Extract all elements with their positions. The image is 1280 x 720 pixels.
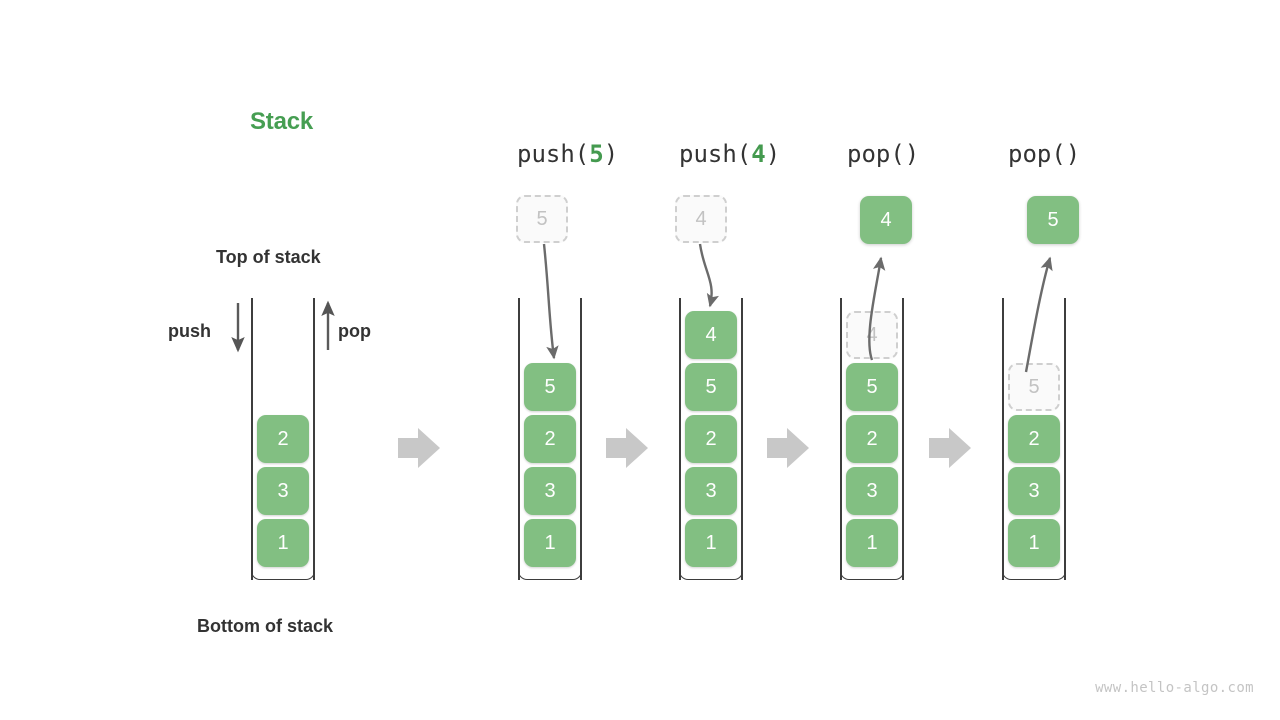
- stack-walls: [1002, 298, 1066, 580]
- stack-cell: 1: [1008, 519, 1060, 567]
- stack-wall-bottom: [1002, 564, 1066, 580]
- stack-wall-right: [902, 298, 904, 580]
- label-bottom-of-stack: Bottom of stack: [197, 616, 334, 636]
- stack-container-pop-4: 4 5 2 3 1: [840, 298, 904, 580]
- column-header-pop-4: pop(): [847, 140, 919, 168]
- label-top-of-stack: Top of stack: [216, 247, 321, 267]
- page-title: Stack: [250, 108, 314, 135]
- stack-wall-bottom: [679, 564, 743, 580]
- stack-wall-right: [580, 298, 582, 580]
- stack-cell: 5: [685, 363, 737, 411]
- stack-wall-right: [313, 298, 315, 580]
- stack-walls: [840, 298, 904, 580]
- stack-items-push-4: 4 5 2 3 1: [679, 307, 743, 567]
- stack-cell-removed: 4: [846, 311, 898, 359]
- stack-cell: 3: [257, 467, 309, 515]
- column-header-pop-5: pop(): [1008, 140, 1080, 168]
- header-prefix: push(: [679, 140, 752, 168]
- stack-wall-right: [741, 298, 743, 580]
- stack-cell: 2: [257, 415, 309, 463]
- stack-cell: 5: [846, 363, 898, 411]
- stack-cell: 1: [524, 519, 576, 567]
- stack-cell: 3: [846, 467, 898, 515]
- stack-items-push-5: 5 2 3 1: [518, 359, 582, 567]
- stack-cell: 2: [1008, 415, 1060, 463]
- header-suffix: ): [603, 140, 619, 168]
- stack-container-initial: 2 3 1: [251, 298, 315, 580]
- stack-wall-left: [251, 298, 253, 580]
- stack-cell: 1: [685, 519, 737, 567]
- incoming-element-4: 4: [675, 195, 727, 243]
- stack-cell: 2: [524, 415, 576, 463]
- header-arg: 5: [589, 140, 604, 168]
- label-pop: pop: [338, 321, 371, 341]
- stack-cell: 4: [685, 311, 737, 359]
- transition-arrow: [398, 428, 440, 468]
- stack-wall-left: [679, 298, 681, 580]
- stack-wall-right: [1064, 298, 1066, 580]
- label-push: push: [168, 321, 211, 341]
- header-suffix: ): [765, 140, 781, 168]
- header-prefix: pop(: [847, 140, 905, 168]
- transition-arrow: [606, 428, 648, 468]
- stack-wall-left: [840, 298, 842, 580]
- stack-wall-bottom: [518, 564, 582, 580]
- stack-items-initial: 2 3 1: [251, 411, 315, 567]
- header-suffix: ): [904, 140, 920, 168]
- stack-cell-removed: 5: [1008, 363, 1060, 411]
- stack-cell: 3: [1008, 467, 1060, 515]
- stack-walls: [518, 298, 582, 580]
- transition-arrow: [767, 428, 809, 468]
- stack-cell: 2: [846, 415, 898, 463]
- stack-wall-left: [1002, 298, 1004, 580]
- popped-element-5: 5: [1027, 196, 1079, 244]
- watermark: www.hello-algo.com: [1095, 680, 1254, 696]
- stack-wall-left: [518, 298, 520, 580]
- incoming-element-5: 5: [516, 195, 568, 243]
- header-prefix: push(: [517, 140, 590, 168]
- stack-walls: [679, 298, 743, 580]
- column-header-push-4: push(4): [679, 140, 780, 168]
- stack-cell: 3: [685, 467, 737, 515]
- transition-arrow: [929, 428, 971, 468]
- stack-wall-bottom: [840, 564, 904, 580]
- stack-cell: 1: [257, 519, 309, 567]
- stack-wall-bottom: [251, 564, 315, 580]
- stack-cell: 5: [524, 363, 576, 411]
- stack-container-push-4: 4 5 2 3 1: [679, 298, 743, 580]
- stack-walls: [251, 298, 315, 580]
- header-suffix: ): [1065, 140, 1081, 168]
- header-arg: 4: [751, 140, 766, 168]
- stack-cell: 1: [846, 519, 898, 567]
- stack-items-pop-4: 4 5 2 3 1: [840, 307, 904, 567]
- stack-cell: 2: [685, 415, 737, 463]
- push-flow-arrow-4: [698, 243, 719, 308]
- stack-cell: 3: [524, 467, 576, 515]
- stack-items-pop-5: 5 2 3 1: [1002, 359, 1066, 567]
- stack-container-pop-5: 5 2 3 1: [1002, 298, 1066, 580]
- header-prefix: pop(: [1008, 140, 1066, 168]
- stack-container-push-5: 5 2 3 1: [518, 298, 582, 580]
- popped-element-4: 4: [860, 196, 912, 244]
- column-header-push-5: push(5): [517, 140, 618, 168]
